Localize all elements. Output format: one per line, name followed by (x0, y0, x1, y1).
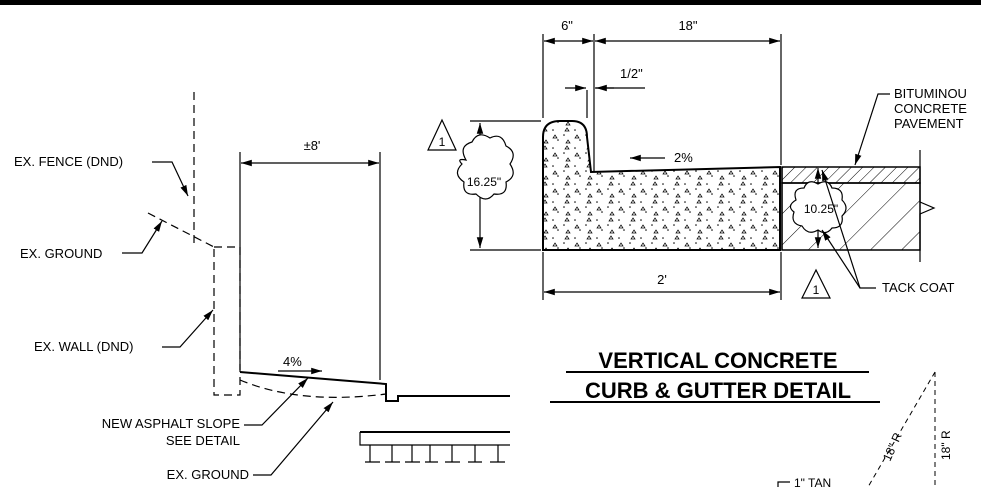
tan-label: 1" TAN (794, 476, 831, 487)
height-revision-cloud (456, 134, 514, 200)
ground-label-top: EX. GROUND (20, 246, 102, 261)
detail-title: VERTICAL CONCRETE CURB & GUTTER DETAIL (550, 348, 880, 403)
existing-ground-under-asphalt (239, 379, 387, 398)
asphalt-label-line1: NEW ASPHALT SLOPE (102, 416, 241, 431)
dim-18-inch: 18" (678, 18, 697, 33)
fence-label: EX. FENCE (DND) (14, 154, 123, 169)
existing-wall (213, 246, 241, 396)
concrete-curb-body (542, 120, 781, 251)
pavement-label-line2: CONCRETE (894, 101, 967, 116)
revision-mark-bottom: 1 (813, 283, 820, 297)
sheet-top-border (0, 0, 981, 5)
footing-hatch (365, 445, 505, 463)
width-dimension-label: ±8' (304, 138, 321, 153)
existing-ground-line (147, 212, 215, 248)
title-line1: VERTICAL CONCRETE (598, 348, 837, 373)
revision-mark-left: 1 (439, 135, 446, 149)
radius-label-a: 18" R (880, 430, 905, 463)
asphalt-slope-label: 4% (283, 354, 302, 369)
radius-label-b: 18" R (939, 430, 953, 460)
depth-callout: 10.25" (804, 202, 838, 216)
asphalt-label-line2: SEE DETAIL (166, 433, 240, 448)
pavement-label-line3: PAVEMENT (894, 116, 964, 131)
dim-2-feet: 2' (657, 272, 667, 287)
ground-label-bottom: EX. GROUND (167, 467, 249, 482)
pavement-label-line1: BITUMINOU (894, 86, 967, 101)
curb-gutter-detail: 6" 18" 1/2" 16.25" 1 2% 10.25" 2' 1 (427, 18, 967, 300)
height-callout: 16.25" (467, 175, 501, 189)
tack-coat-label: TACK COAT (882, 280, 955, 295)
revision-triangle-left (427, 118, 457, 151)
wall-label: EX. WALL (DND) (34, 339, 133, 354)
gutter-slope-label: 2% (674, 150, 693, 165)
wall-section-detail: ±8' 4% EX. FENCE (DND) EX. GROUND EX. WA… (14, 92, 510, 482)
asphalt-surface (239, 371, 510, 402)
revision-triangle-bottom (801, 268, 831, 299)
depth-revision-cloud (789, 181, 847, 234)
break-line (919, 150, 936, 262)
title-line2: CURB & GUTTER DETAIL (585, 378, 851, 403)
corner-radius-detail: 18" R 18" R 1" TAN (777, 371, 953, 487)
dim-half-inch: 1/2" (620, 66, 643, 81)
asphalt-pavement-layer (781, 166, 921, 184)
dim-6-inch: 6" (561, 18, 573, 33)
